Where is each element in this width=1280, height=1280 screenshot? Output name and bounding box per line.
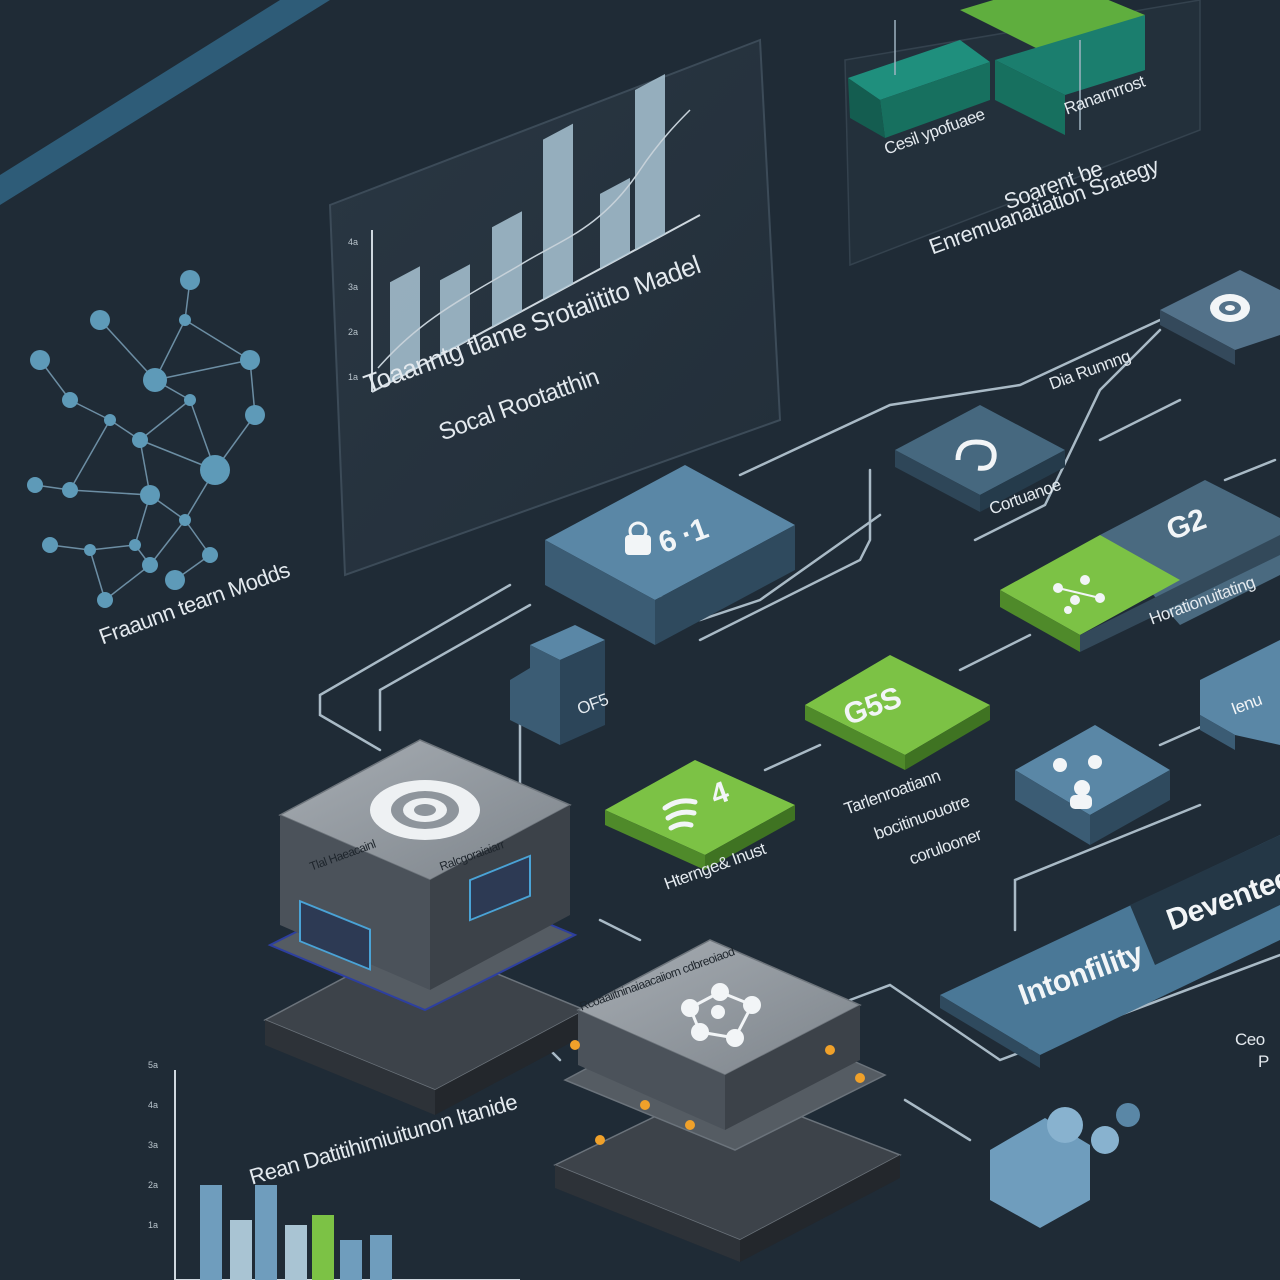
node-right-edge[interactable]	[1200, 640, 1280, 750]
svg-text:3a: 3a	[348, 282, 358, 292]
lower-bar	[230, 1220, 252, 1280]
network-node	[27, 477, 43, 493]
lower-bar	[312, 1215, 334, 1280]
lock-cloud-icon	[625, 521, 651, 555]
network-node	[140, 485, 160, 505]
upper-bar-chart: 4a 3a 2a 1a	[348, 73, 701, 393]
lower-bar	[285, 1225, 307, 1280]
network-node	[165, 570, 185, 590]
svg-text:5a: 5a	[148, 1060, 158, 1070]
upper-bar	[600, 177, 630, 269]
network-node	[180, 270, 200, 290]
network-node	[62, 482, 78, 498]
network-edge	[89, 549, 106, 601]
network-node	[30, 350, 50, 370]
node-g5s[interactable]	[805, 655, 990, 770]
network-node	[97, 592, 113, 608]
target-icon	[1210, 294, 1250, 322]
svg-text:1a: 1a	[148, 1220, 158, 1230]
svg-text:4a: 4a	[148, 1100, 158, 1110]
bottom-right-label1: Ceo	[1235, 1030, 1265, 1049]
network-node	[104, 414, 116, 426]
people-icon	[1053, 755, 1102, 809]
network-edge	[154, 359, 251, 381]
network-node	[184, 394, 196, 406]
network-node	[240, 350, 260, 370]
signal-icon	[662, 798, 698, 831]
gear-target-icon	[370, 780, 480, 840]
lower-bar-chart: 5a 4a 3a 2a 1a	[148, 1060, 520, 1280]
node-conduance[interactable]	[895, 405, 1065, 512]
backdrop-edge	[0, 0, 330, 205]
network-node	[132, 432, 148, 448]
lower-bar	[340, 1240, 362, 1280]
node-people[interactable]	[1015, 725, 1170, 845]
pipeline-bar[interactable]	[940, 835, 1280, 1068]
lower-bar	[370, 1235, 392, 1280]
network-edge	[184, 319, 251, 361]
network-icon	[1053, 575, 1105, 614]
network-edge	[69, 419, 111, 491]
cloud-swirl-icon	[955, 439, 997, 471]
upper-bar	[635, 73, 665, 250]
network-node	[142, 557, 158, 573]
node-target[interactable]	[1160, 270, 1280, 365]
network-node	[90, 310, 110, 330]
upper-bar	[440, 264, 470, 356]
chip-stack-1[interactable]	[263, 739, 587, 1115]
upper-bar	[543, 123, 573, 300]
lower-bar	[255, 1185, 277, 1280]
network-edge	[69, 489, 151, 496]
svg-text:3a: 3a	[148, 1140, 158, 1150]
feature-network	[27, 270, 265, 608]
network-node	[84, 544, 96, 556]
network-node	[200, 455, 230, 485]
network-node	[202, 547, 218, 563]
network-edge	[149, 519, 186, 566]
network-node	[179, 514, 191, 526]
stacked-blocks	[848, 0, 1145, 138]
node-g2[interactable]	[1000, 480, 1280, 652]
lower-bar	[200, 1185, 222, 1280]
network-icon	[681, 983, 761, 1047]
network-node	[245, 405, 265, 425]
network-edge	[139, 399, 191, 441]
network-edge	[89, 544, 136, 551]
svg-text:4a: 4a	[348, 237, 358, 247]
chip-stack-2[interactable]	[553, 939, 902, 1262]
network-node	[143, 368, 167, 392]
svg-text:2a: 2a	[148, 1180, 158, 1190]
svg-text:2a: 2a	[348, 327, 358, 337]
network-edge	[104, 564, 151, 601]
chart-panel	[328, 38, 782, 577]
gears-icon	[990, 1103, 1140, 1228]
network-node	[62, 392, 78, 408]
upper-bar	[390, 266, 420, 383]
upper-bar	[492, 211, 522, 328]
svg-text:1a: 1a	[348, 372, 358, 382]
node-6-1[interactable]	[545, 465, 795, 645]
network-node	[42, 537, 58, 553]
network-node	[179, 314, 191, 326]
node-4[interactable]	[605, 760, 795, 870]
network-node	[129, 539, 141, 551]
bottom-right-label2: P	[1258, 1052, 1269, 1071]
node-small-off[interactable]	[510, 625, 605, 745]
network-edge	[99, 319, 156, 381]
